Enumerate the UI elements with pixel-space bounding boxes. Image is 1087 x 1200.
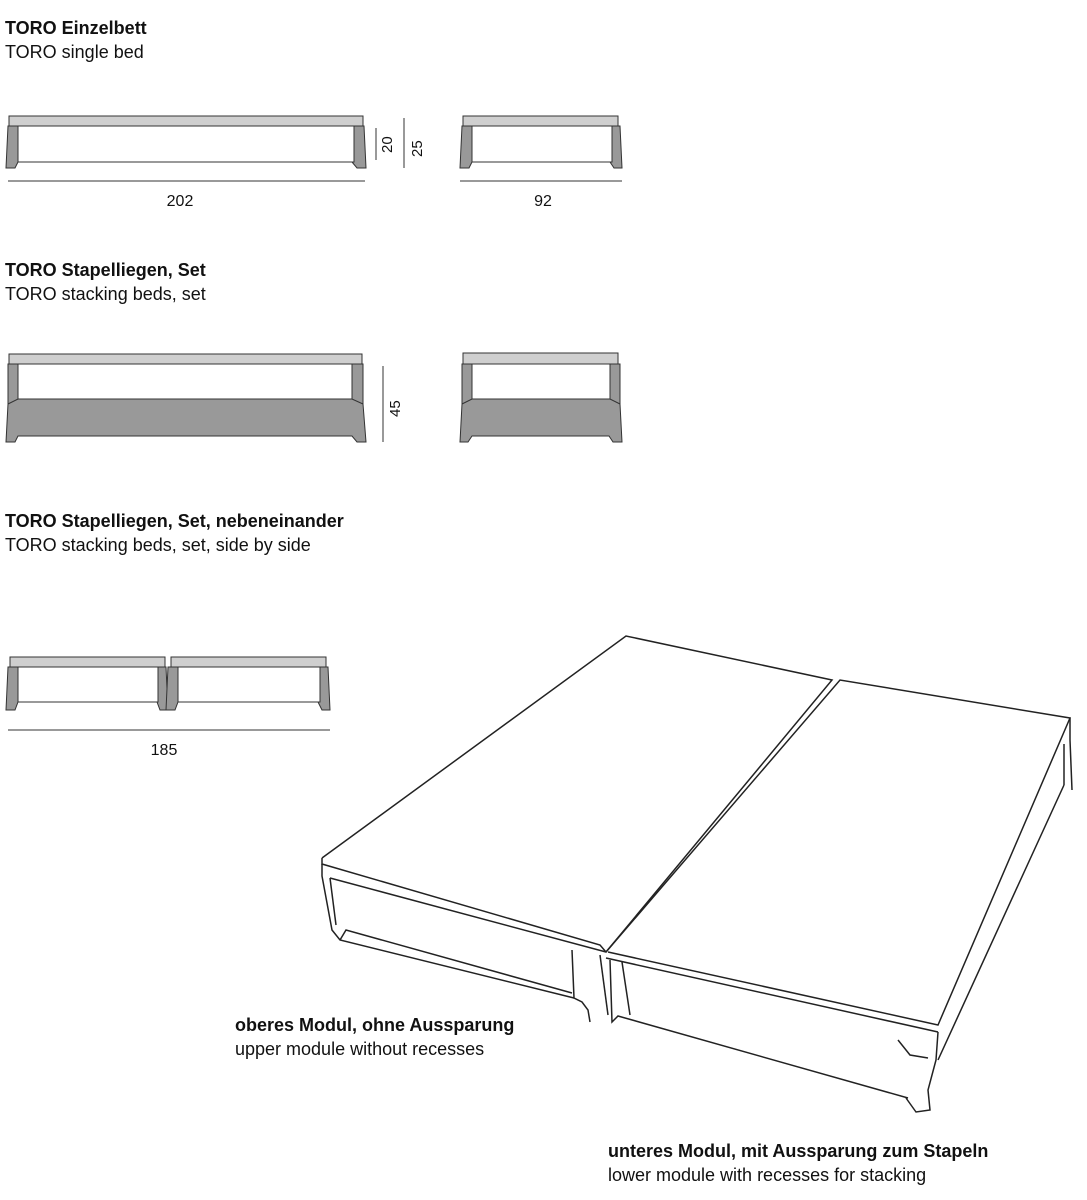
perspective-drawing — [321, 635, 1073, 1113]
section2-title: TORO Stapelliegen, Set — [5, 260, 206, 280]
single-bed-side-view — [5, 115, 367, 169]
dim-height-20: 20 — [379, 136, 396, 153]
dim-width-92: 92 — [534, 193, 552, 210]
upper-module-perspective — [321, 635, 834, 1023]
dim-width-185: 185 — [150, 742, 178, 759]
section1-title: TORO Einzelbett — [5, 18, 147, 38]
stacked-beds-side-view — [5, 353, 367, 443]
lower-module-perspective — [605, 679, 1073, 1113]
lower-module-label-de: unteres Modul, mit Aussparung zum Stapel… — [608, 1141, 989, 1161]
section3-title: TORO Stapelliegen, Set, nebeneinander — [5, 511, 344, 531]
single-bed-end-view — [459, 115, 623, 169]
upper-module-label-en: upper module without recesses — [235, 1039, 485, 1059]
section2-subtitle: TORO stacking beds, set — [5, 284, 206, 304]
lower-module-label-en: lower module with recesses for stacking — [608, 1165, 927, 1185]
dim-length-202: 202 — [166, 193, 194, 210]
upper-module-label-de: oberes Modul, ohne Aussparung — [235, 1015, 515, 1035]
section3-subtitle: TORO stacking beds, set, side by side — [5, 535, 311, 555]
dim-height-45: 45 — [387, 400, 404, 417]
dim-height-25: 25 — [409, 140, 426, 157]
side-by-side-front-view — [5, 656, 331, 711]
section1-subtitle: TORO single bed — [5, 42, 144, 62]
stacked-beds-end-view — [459, 352, 623, 443]
dimension-lines — [8, 118, 622, 731]
